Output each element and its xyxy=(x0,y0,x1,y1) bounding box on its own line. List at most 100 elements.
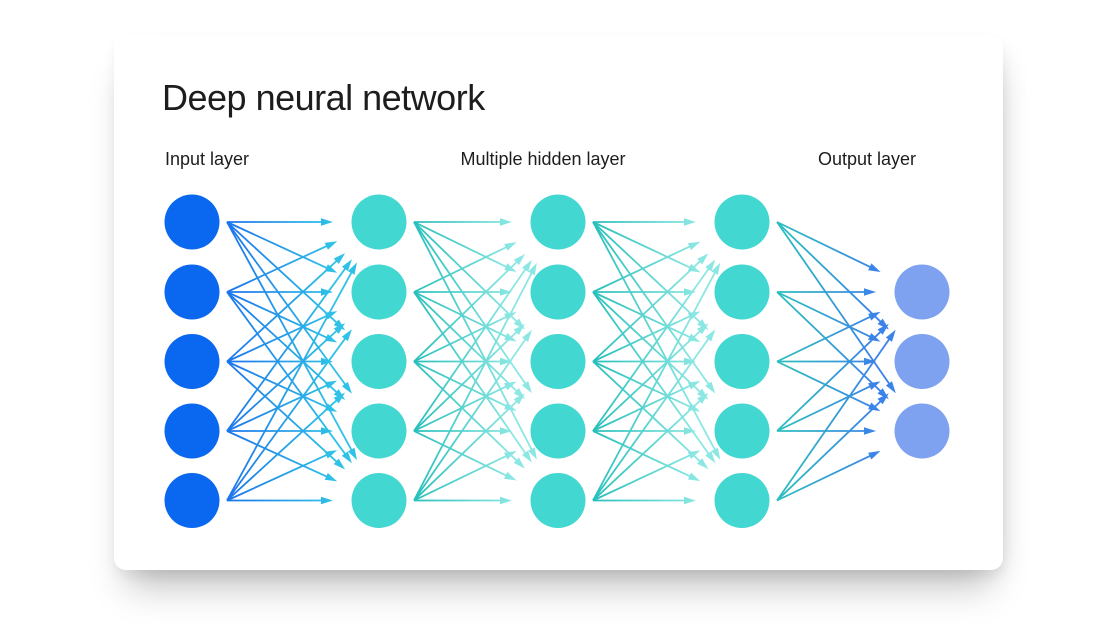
arrowhead-icon xyxy=(868,381,881,390)
arrowhead-icon xyxy=(877,323,889,335)
connection-arrow xyxy=(226,329,339,432)
arrowhead-icon xyxy=(711,447,721,460)
arrowhead-icon xyxy=(324,334,338,343)
connection-arrow xyxy=(226,221,329,270)
connection-arrow xyxy=(413,221,508,269)
connection-arrow xyxy=(776,337,891,502)
arrowhead-icon xyxy=(341,381,352,394)
connection-arrow xyxy=(592,221,711,386)
connection-arrow xyxy=(226,314,329,363)
arrowhead-icon xyxy=(705,329,716,342)
connection-arrow xyxy=(226,270,353,501)
input-layer-label: Input layer xyxy=(165,149,250,169)
hidden-1-node-3 xyxy=(351,334,407,389)
connection-arrow xyxy=(592,291,711,456)
arrowhead-icon xyxy=(868,311,881,321)
arrowhead-icon xyxy=(684,288,696,296)
arrowhead-icon xyxy=(864,357,876,366)
arrowhead-icon xyxy=(321,427,333,435)
arrowhead-icon xyxy=(687,380,701,390)
connection-arrow xyxy=(413,267,527,432)
arrowhead-icon xyxy=(522,450,532,463)
arrowhead-icon xyxy=(333,458,346,470)
connection-arrow xyxy=(226,221,347,387)
connection-arrow xyxy=(413,221,527,386)
connection-arrow xyxy=(226,291,339,394)
connection-arrow xyxy=(226,291,347,456)
arrowhead-icon xyxy=(877,393,889,405)
connection-arrow xyxy=(413,221,534,452)
input-layer-nodes xyxy=(164,194,220,528)
connection-arrow xyxy=(226,336,347,502)
arrowhead-icon xyxy=(513,254,525,265)
connection-arrow xyxy=(592,270,717,501)
connection-arrow xyxy=(776,221,891,386)
input-node-2 xyxy=(164,264,220,320)
arrowhead-icon xyxy=(522,381,532,394)
arrowhead-icon xyxy=(347,447,357,461)
arrowhead-icon xyxy=(684,427,696,435)
connection-arrow xyxy=(592,314,692,363)
connection-arrow xyxy=(776,315,872,363)
arrowhead-icon xyxy=(697,253,709,265)
connection-arrow xyxy=(776,454,872,502)
connection-arrow xyxy=(413,360,508,408)
arrowhead-icon xyxy=(504,381,517,391)
arrowhead-icon xyxy=(705,381,716,394)
connection-arrow xyxy=(413,291,527,455)
connection-arrow xyxy=(226,244,329,293)
arrowhead-icon xyxy=(528,262,537,276)
arrowhead-icon xyxy=(321,496,333,505)
arrowhead-icon xyxy=(868,263,881,272)
arrowhead-icon xyxy=(864,288,876,296)
input-node-3 xyxy=(164,334,220,389)
connection-arrow xyxy=(592,337,711,502)
connections-hidden-3-to-output xyxy=(776,221,896,502)
arrowhead-icon xyxy=(321,357,333,366)
arrowhead-icon xyxy=(522,259,532,272)
arrowhead-icon xyxy=(504,451,517,460)
arrowhead-icon xyxy=(513,393,525,405)
output-layer-nodes xyxy=(894,264,950,459)
arrowhead-icon xyxy=(324,473,338,482)
arrowhead-icon xyxy=(684,357,696,366)
arrowhead-icon xyxy=(333,323,346,334)
arrowhead-icon xyxy=(687,450,701,459)
hidden-layer-label: Multiple hidden layer xyxy=(460,149,626,169)
input-node-5 xyxy=(164,473,220,528)
arrowhead-icon xyxy=(504,242,517,251)
connection-arrow xyxy=(413,260,519,363)
output-node-2 xyxy=(894,334,950,389)
hidden-2-node-3 xyxy=(530,334,586,389)
input-node-4 xyxy=(164,403,220,459)
arrowhead-icon xyxy=(687,241,701,251)
arrowhead-icon xyxy=(500,357,512,366)
connection-arrow xyxy=(413,291,508,339)
arrowhead-icon xyxy=(684,496,696,505)
output-layer-label: Output layer xyxy=(817,149,917,169)
connection-arrow xyxy=(592,267,711,432)
arrowhead-icon xyxy=(697,323,709,335)
arrowhead-icon xyxy=(500,218,512,226)
arrowhead-icon xyxy=(341,329,352,342)
connection-arrow xyxy=(592,221,717,452)
connection-arrow xyxy=(592,244,692,293)
hidden-2-node-2 xyxy=(530,264,586,320)
connections-hidden-2-to-hidden-3 xyxy=(592,218,721,505)
arrowhead-icon xyxy=(864,427,876,435)
arrowhead-icon xyxy=(513,457,525,469)
arrowhead-icon xyxy=(500,288,512,296)
connection-arrow xyxy=(413,399,519,502)
arrowhead-icon xyxy=(324,241,338,250)
connection-arrow xyxy=(413,330,519,432)
connection-arrow xyxy=(592,221,692,270)
hidden-3-node-2 xyxy=(714,264,770,320)
hidden-1-node-4 xyxy=(351,403,407,459)
arrowhead-icon xyxy=(500,427,512,435)
arrowhead-icon xyxy=(705,451,716,464)
hidden-2-layer-nodes xyxy=(530,194,586,528)
connection-arrow xyxy=(592,360,702,463)
hidden-3-node-5 xyxy=(714,473,770,528)
page-title: Deep neural network xyxy=(162,77,485,118)
